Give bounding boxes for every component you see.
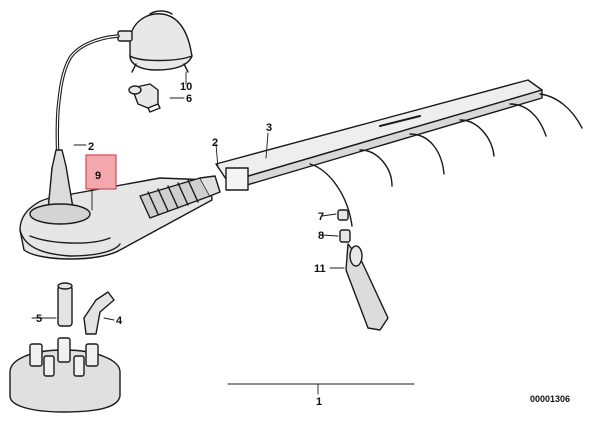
callout-1: 1: [316, 396, 322, 408]
distributor-cap: [9, 337, 121, 413]
callout-3: 3: [266, 122, 272, 134]
callout-7: 7: [318, 211, 324, 223]
drawing-number: 00001306: [530, 394, 570, 404]
highlight-box: [85, 154, 117, 190]
coil-ignition-lead: [55, 34, 120, 162]
distributor-connector-angled: [83, 291, 115, 335]
distributor-connector-straight: [57, 282, 73, 327]
spark-plug-connector: [345, 243, 389, 331]
callout-6: 6: [186, 93, 192, 105]
coil-connector: [128, 83, 161, 113]
distributor-cap-cover: [19, 149, 213, 260]
callout-4: 4: [116, 315, 123, 327]
lead-ferrule: [337, 209, 351, 243]
spark-plug-leads: [309, 93, 583, 227]
callout-2-mid: 2: [212, 137, 218, 149]
callout-10: 10: [180, 81, 192, 93]
callout-11: 11: [314, 263, 326, 275]
ignition-coil-cap: [117, 10, 193, 73]
callout-leaders: [31, 71, 415, 395]
callout-9: 9: [95, 170, 101, 182]
corrugated-lead-sleeve: [139, 175, 221, 219]
callout-5: 5: [36, 313, 42, 325]
callout-8: 8: [318, 230, 324, 242]
ignition-lead-holder-rail: [215, 79, 543, 191]
callout-2-upper: 2: [88, 141, 94, 153]
